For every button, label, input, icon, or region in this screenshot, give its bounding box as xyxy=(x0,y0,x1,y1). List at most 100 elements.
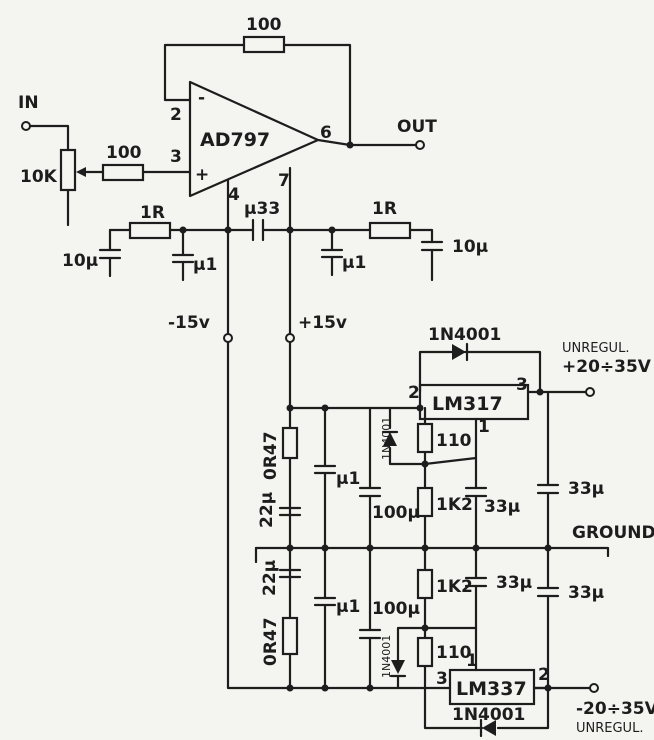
node-pos-adj xyxy=(421,460,429,468)
input-pot-label: 10K xyxy=(20,167,58,187)
lm337-label: LM337 xyxy=(456,678,527,700)
decoupling-resistor-left-label: 1R xyxy=(140,203,165,223)
pos-c-adj2-label: 33μ xyxy=(484,497,520,517)
opamp-pin-inv: 2 xyxy=(170,105,182,125)
neg-r-series-label: 0R47 xyxy=(261,617,281,666)
lm337-body xyxy=(448,668,536,706)
feedback-wire xyxy=(163,43,352,147)
lm317-pin-adj: 1 xyxy=(478,417,490,437)
ground-section: GROUND xyxy=(254,523,654,564)
lm317-pin-out: 2 xyxy=(408,383,420,403)
neg-c-adj2 xyxy=(464,576,488,588)
pos-c-series-label: 22μ xyxy=(257,492,277,528)
neg-c-in xyxy=(536,546,560,676)
cap-right-small xyxy=(320,228,344,277)
node-neg-rail xyxy=(286,684,294,692)
output-node xyxy=(346,141,354,149)
cap-mid-label: μ33 xyxy=(244,199,280,219)
neg-rail-terminal xyxy=(223,333,233,343)
cap-right-bulk xyxy=(420,240,444,282)
cap-left-bulk-label: 10μ xyxy=(62,251,98,271)
neg-c-adj-label: 100μ xyxy=(372,599,420,619)
neg-diode-bottom xyxy=(482,720,496,736)
neg-c-series xyxy=(278,568,302,579)
decoupling-resistor-right-label: 1R xyxy=(372,199,397,219)
opamp-sign-plus: + xyxy=(195,165,209,185)
opamp-symbol xyxy=(188,80,320,198)
opamp-pin-pos: 7 xyxy=(278,171,290,191)
cap-mid xyxy=(251,218,265,242)
neg-adj-wires xyxy=(396,546,478,690)
pos-adj-wires xyxy=(388,406,478,548)
neg-r-adj-label: 110 xyxy=(436,643,472,663)
unreg-neg-label-b: UNREGUL. xyxy=(576,721,643,736)
node-pos-out xyxy=(416,404,424,412)
output-label: OUT xyxy=(397,117,437,137)
neg-diode-adj-label: 1N4001 xyxy=(380,635,393,678)
neg-diode-adj xyxy=(391,660,405,674)
cap-left-small-label: μ1 xyxy=(193,255,217,275)
input-series-label: 100 xyxy=(106,143,142,163)
pos-c-in xyxy=(536,390,560,548)
input-terminal xyxy=(21,121,31,131)
cap-right-small-label: μ1 xyxy=(342,253,366,273)
input-wire xyxy=(28,124,70,227)
lm317-label: LM317 xyxy=(432,393,503,415)
pos-r-set-label: 1K2 xyxy=(436,495,473,515)
pos-r-series xyxy=(281,426,299,460)
pos-c-in-label: 33μ xyxy=(568,479,604,499)
node-neg-bypass xyxy=(321,684,329,692)
pos-r-set xyxy=(416,486,434,518)
input-pot xyxy=(59,148,77,192)
neg-regulator-section: 22μ 0R47 μ1 100μ 1N4001 1K2 110 33μ 33μ … xyxy=(260,546,654,738)
unreg-pos-label-a: UNREGUL. xyxy=(562,341,629,356)
ground-bus xyxy=(254,546,610,558)
neg-r-set-label: 1K2 xyxy=(436,577,473,597)
neg-c-bypass xyxy=(313,546,337,690)
pos-c-adj xyxy=(358,406,382,548)
decoupling-resistor-right xyxy=(368,221,412,240)
output-wire xyxy=(316,138,418,147)
neg-r-set xyxy=(416,568,434,600)
neg-r-adj xyxy=(416,636,434,668)
unreg-pos-terminal xyxy=(585,387,595,397)
input-series-resistor xyxy=(101,163,145,182)
input-pot-arrow xyxy=(76,167,86,177)
neg-c-adj xyxy=(358,546,382,690)
node-pos-in xyxy=(536,388,544,396)
input-label: IN xyxy=(18,93,39,113)
neg-c-adj2-label: 33μ xyxy=(496,573,532,593)
opamp-sign-minus: - xyxy=(198,88,205,108)
neg-diode-bottom-wire xyxy=(423,686,550,730)
neg-diode-bottom-label: 1N4001 xyxy=(452,705,525,725)
neg-rail-label: -15v xyxy=(168,313,210,333)
pos-c-adj-label: 100μ xyxy=(372,503,420,523)
neg-c-bypass-label: μ1 xyxy=(336,597,360,617)
cap-left-small xyxy=(171,228,195,282)
feedback-resistor-label: 100 xyxy=(246,15,282,35)
pos-diode-adj-label: 1N4001 xyxy=(380,417,393,460)
decoupling-resistor-left xyxy=(128,221,172,240)
pos-c-bypass xyxy=(313,406,337,548)
unreg-pos-label-b: +20÷35V xyxy=(562,357,652,377)
unreg-neg-terminal xyxy=(589,683,599,693)
output-terminal xyxy=(415,140,425,150)
cap-right-bulk-label: 10μ xyxy=(452,237,488,257)
pos-c-adj2 xyxy=(464,486,488,548)
node-neg-adj xyxy=(421,624,429,632)
lm317-pin-in: 3 xyxy=(516,375,528,395)
lm337-pin-out: 3 xyxy=(436,669,448,689)
opamp-section: AD797 - + 2 3 6 4 7 100 OUT IN 10K 100 xyxy=(18,15,437,227)
pos-r-adj xyxy=(416,422,434,454)
pos-rail-label: +15v xyxy=(298,313,347,333)
pos-diode-adj xyxy=(383,432,397,446)
pos-rail-terminal xyxy=(285,333,295,343)
decoupling-section: 1R 1R 10μ μ1 μ33 μ1 10μ xyxy=(62,199,488,282)
cap-left-bulk xyxy=(98,228,122,278)
opamp-name: AD797 xyxy=(200,129,270,151)
neg-c-in-label: 33μ xyxy=(568,583,604,603)
pos-diode-top-wire xyxy=(418,350,542,394)
ground-label: GROUND xyxy=(572,523,654,543)
node-neg-cadj xyxy=(366,684,374,692)
